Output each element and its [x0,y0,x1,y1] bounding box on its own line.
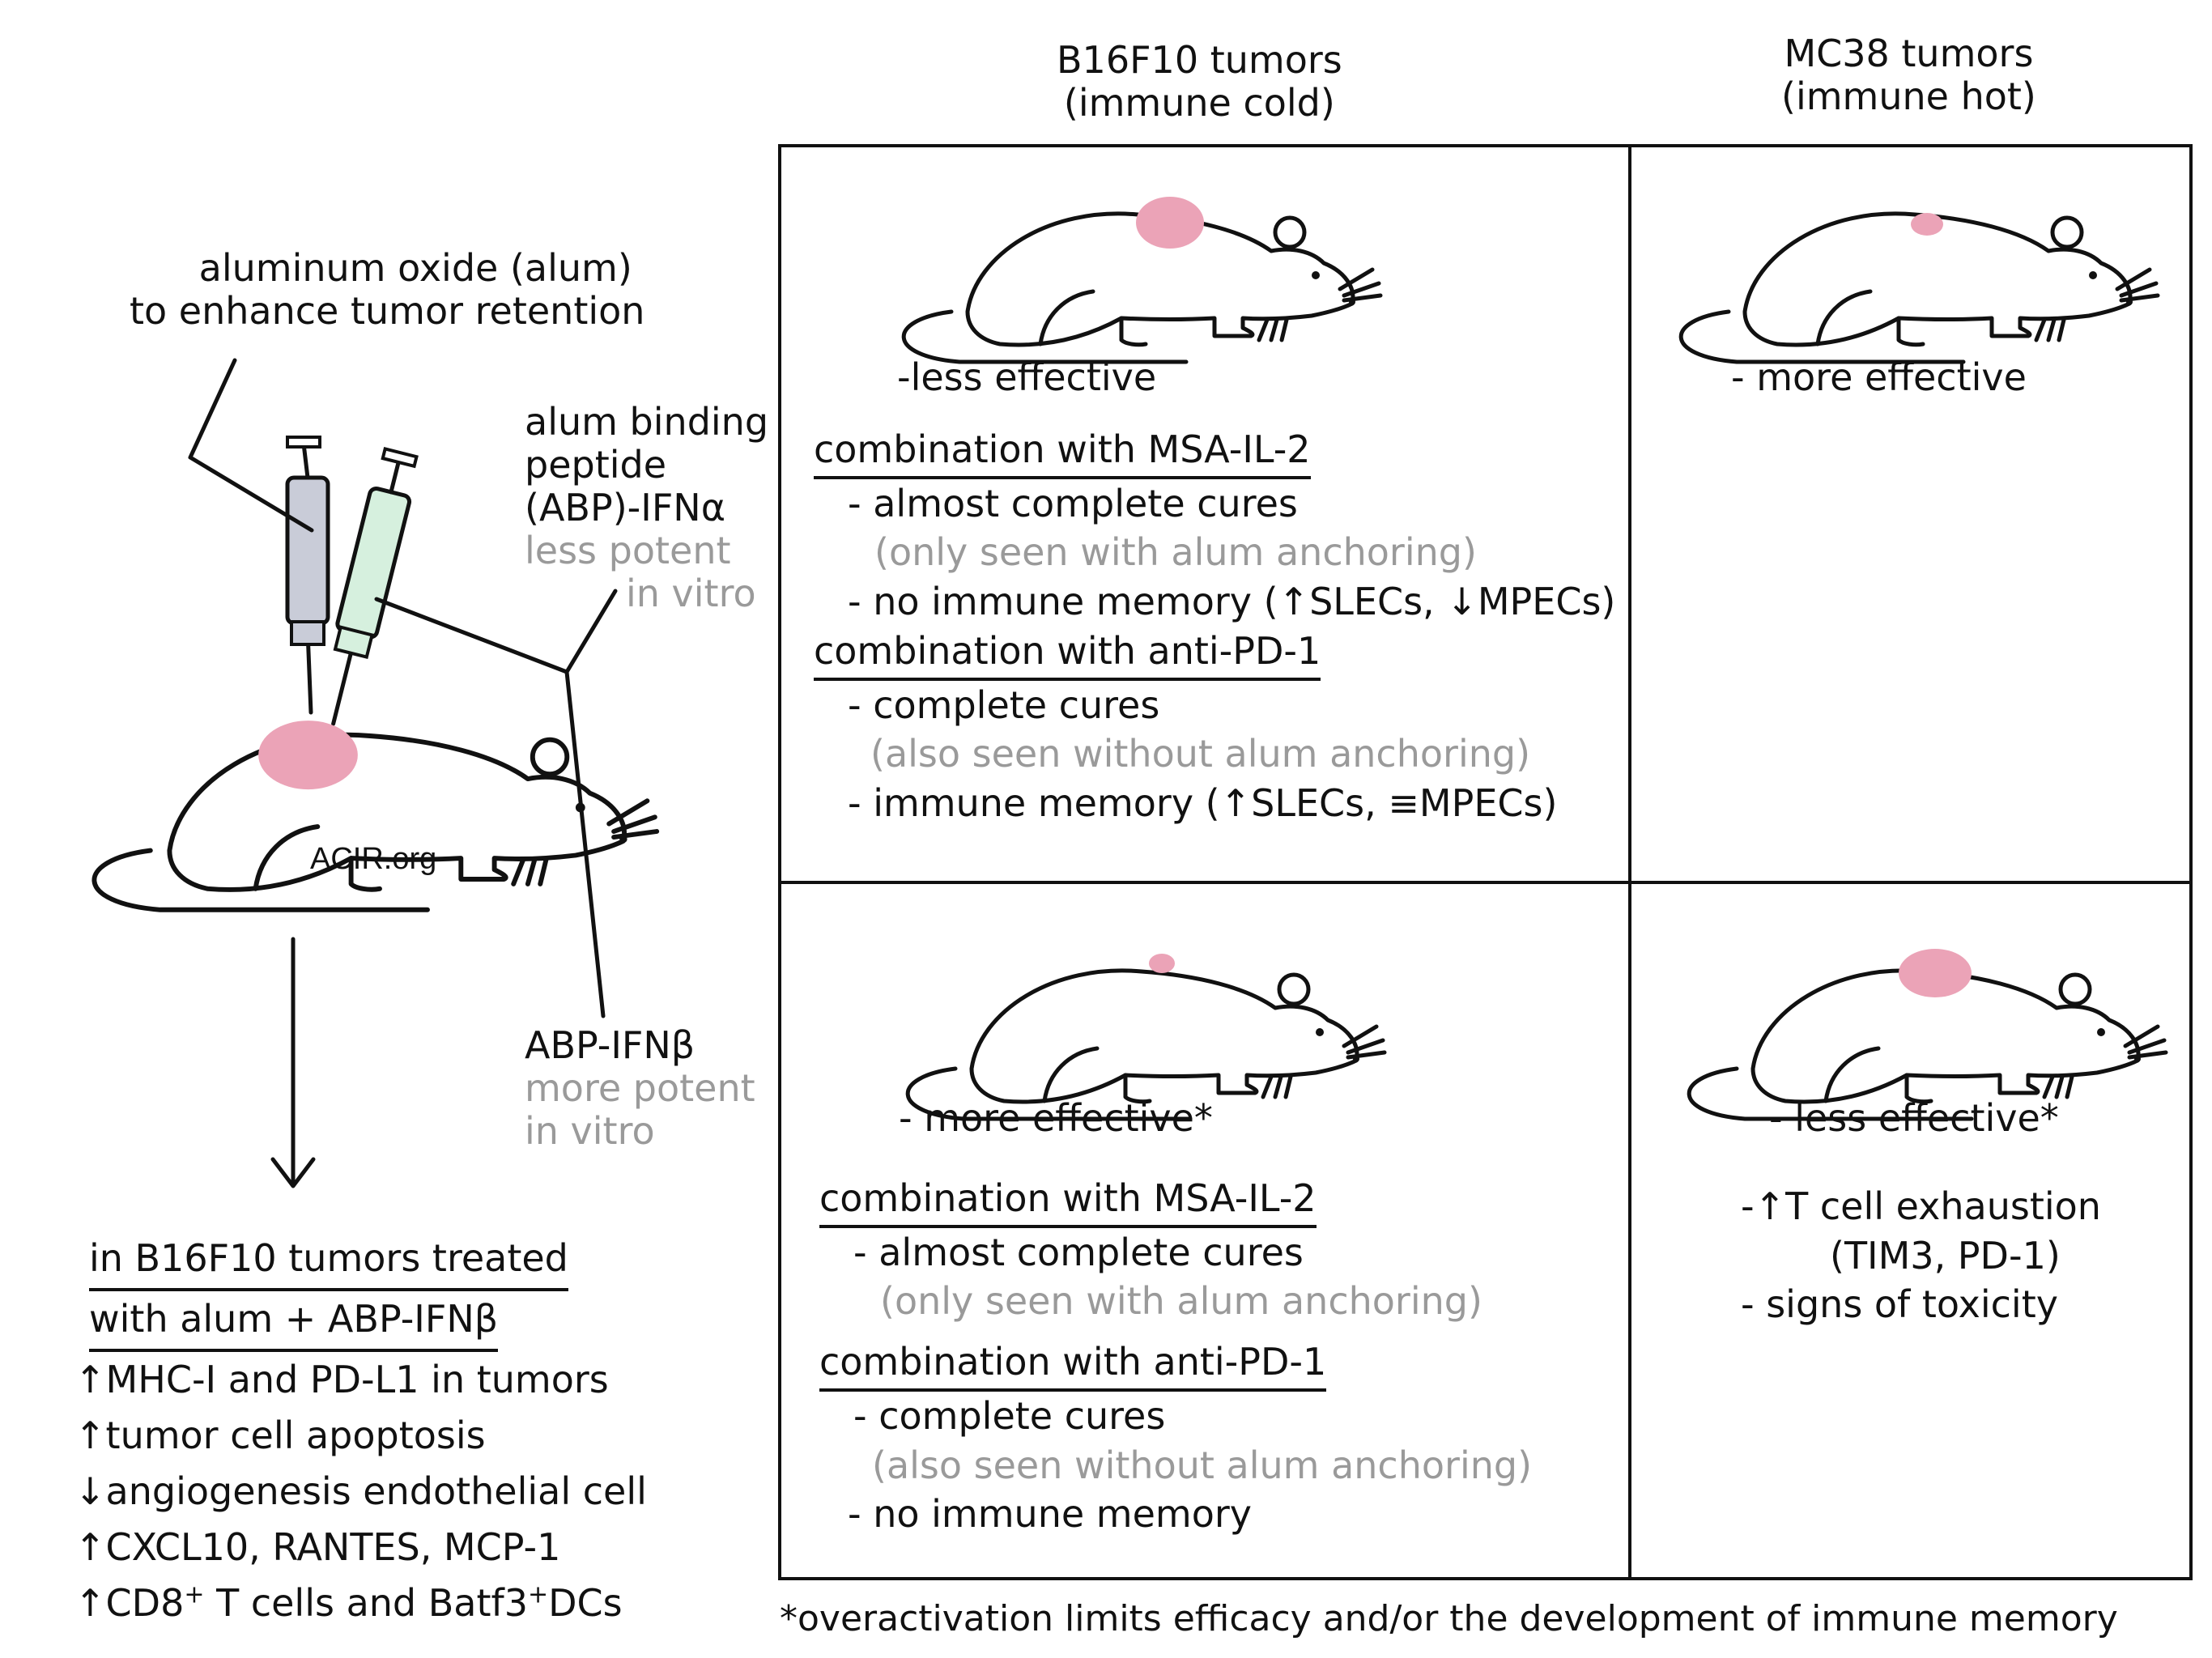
finding-item: ↑CD8+ T cells and Batf3+DCs [74,1575,647,1631]
combination-title: combination with anti-PD-1 [814,627,1321,681]
finding-superscript: + [184,1580,205,1609]
finding-item: ↑CXCL10, RANTES, MCP-1 [74,1525,561,1569]
column-header-mc38: MC38 tumors (immune hot) [1781,32,2036,118]
result-item: - almost complete cures [853,1230,1304,1274]
finding-text: ↑CD8 [74,1581,185,1625]
column-header-title: B16F10 tumors [1057,38,1342,82]
mouse-ifnb-mc38 [1689,949,2166,1119]
mouse-ifnb-b16 [908,954,1385,1119]
result-note: (only seen with alum anchoring) [880,1279,1482,1324]
abp-ifnb-line1: ABP-IFNβ [525,1023,696,1067]
combination-title: combination with MSA-IL-2 [814,425,1311,479]
cell-ifnb-mc38-details: -↑T cell exhaustion (TIM3, PD-1) - signs… [1741,1182,2101,1329]
abp-ifna-line3: (ABP)-IFNα [525,485,726,529]
down-arrow-icon [270,937,316,1188]
abp-ifnb-potency-context: in vitro [525,1108,655,1153]
alum-label: aluminum oxide (alum) to enhance tumor r… [130,247,644,333]
result-item: (TIM3, PD-1) [1830,1233,2061,1278]
column-header-subtitle: (immune cold) [1063,80,1335,125]
result-item: - no immune memory [848,1492,1252,1537]
mouse-ifna-b16 [904,197,1380,362]
finding-item: ↓angiogenesis endothelial cell [74,1469,647,1513]
result-item: - almost complete cures [848,481,1298,525]
abp-ifna-potency-context: in vitro [626,571,756,615]
abp-ifnb-potency: more potent [525,1065,755,1110]
abp-ifnb-label: ABP-IFNβ more potent in vitro [525,1024,755,1153]
mouse-ifna-mc38 [1681,213,2158,362]
syringe-icon [331,447,419,726]
abp-ifna-line1: alum binding [525,400,769,444]
comparison-grid [778,144,2193,1580]
combination-title: combination with MSA-IL-2 [819,1174,1317,1228]
column-header-b16f10: B16F10 tumors (immune cold) [1057,39,1342,125]
leader-lines [188,358,618,1018]
column-header-subtitle: (immune hot) [1781,74,2036,118]
result-item: - complete cures [848,682,1160,727]
abp-ifna-label: alum binding peptide (ABP)-IFNα less pot… [525,401,768,614]
result-note: (also seen without alum anchoring) [872,1443,1533,1487]
result-note: (only seen with alum anchoring) [874,530,1477,575]
finding-superscript: + [528,1580,549,1609]
abp-ifna-potency: less potent [525,528,731,572]
cell-ifna-mc38-effect: - more effective [1731,355,2027,399]
column-header-title: MC38 tumors [1784,32,2034,75]
abp-ifna-line2: peptide [525,442,667,487]
cell-ifnb-mc38-effect: - less effective* [1769,1096,2059,1140]
cell-ifnb-b16-details: combination with MSA-IL-2 - almost compl… [819,1174,1532,1539]
result-item: - signs of toxicity [1741,1282,2058,1327]
treated-mouse [94,721,657,910]
result-item: - complete cures [853,1393,1166,1438]
alum-label-line2: to enhance tumor retention [130,288,645,333]
finding-text: DCs [548,1581,623,1625]
watermark: ACIR.org [310,842,437,876]
findings-title-line1: in B16F10 tumors treated [89,1231,568,1291]
footnote: *overactivation limits efficacy and/or t… [780,1598,2118,1639]
finding-item: ↑tumor cell apoptosis [74,1414,486,1457]
combination-title: combination with anti-PD-1 [819,1337,1327,1392]
result-item: -↑T cell exhaustion [1741,1184,2101,1228]
result-note: (also seen without alum anchoring) [870,732,1531,776]
findings-title-line2: with alum + ABP-IFNβ [89,1291,499,1352]
result-item: - immune memory (↑SLECs, ≡MPECs) [848,781,1558,826]
findings-block: in B16F10 tumors treated with alum + ABP… [74,1231,647,1631]
syringe-icon [285,436,330,715]
cell-ifnb-b16-effect: - more effective* [899,1096,1213,1140]
finding-text: T cells and Batf3 [204,1581,528,1625]
cell-ifna-b16-effect: -less effective [897,355,1157,399]
finding-item: ↑MHC-I and PD-L1 in tumors [74,1358,609,1401]
cell-ifna-b16-details: combination with MSA-IL-2 - almost compl… [814,425,1615,828]
result-item: - no immune memory (↑SLECs, ↓MPECs) [848,580,1616,624]
alum-label-line1: aluminum oxide (alum) [198,246,632,290]
